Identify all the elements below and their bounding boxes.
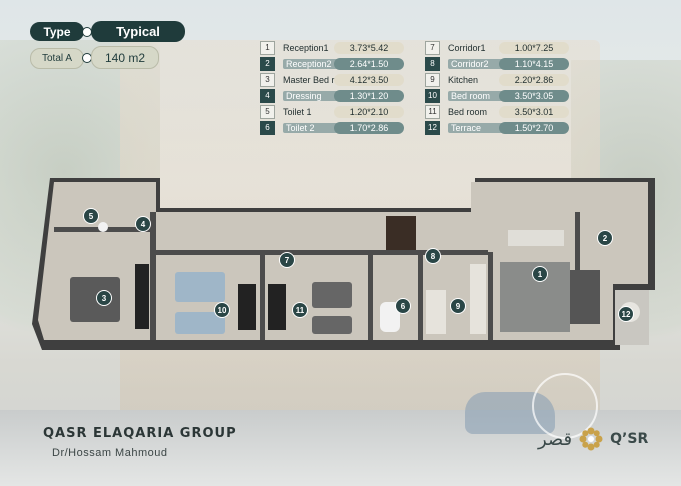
type-label: Type xyxy=(30,22,84,41)
room-dimension: 2.20*2.86 xyxy=(499,73,569,86)
room-number: 4 xyxy=(260,88,275,103)
room-marker-7: 7 xyxy=(279,252,295,268)
room-number: 5 xyxy=(260,104,275,119)
room-marker-10: 10 xyxy=(214,302,230,318)
room-dimension: 1.00*7.25 xyxy=(499,41,569,54)
room-marker-11: 11 xyxy=(292,302,308,318)
room-dimension: 1.30*1.20 xyxy=(334,89,404,102)
logo: قصر Q’SR xyxy=(538,426,648,452)
wall xyxy=(488,252,493,340)
room-number: 12 xyxy=(425,120,440,135)
room-marker-1: 1 xyxy=(532,266,548,282)
room-dimension: 3.50*3.05 xyxy=(499,89,569,102)
wardrobe xyxy=(238,284,256,330)
room-row-1: 1 Reception1 3.73*5.42 xyxy=(260,40,404,55)
door xyxy=(386,216,416,250)
room-number: 6 xyxy=(260,120,275,135)
wardrobe xyxy=(135,264,149,329)
sofa xyxy=(570,270,600,324)
room-marker-12: 12 xyxy=(618,306,634,322)
bed-single xyxy=(175,272,225,302)
room-name: Master Bed room xyxy=(283,74,353,85)
bed-single xyxy=(312,282,352,308)
type-value: Typical xyxy=(91,21,185,42)
floor-plan-render xyxy=(32,178,655,350)
brand-subtitle: Dr/Hossam Mahmoud xyxy=(52,447,168,459)
wall xyxy=(156,250,488,255)
room-number: 8 xyxy=(425,56,440,71)
room-number: 10 xyxy=(425,88,440,103)
bed-single xyxy=(175,312,225,334)
room-marker-9: 9 xyxy=(450,298,466,314)
toilet-fixture xyxy=(98,222,108,232)
wall xyxy=(368,252,373,340)
room-name: Toilet 1 xyxy=(283,106,312,117)
room-row-5: 5 Toilet 1 1.20*2.10 xyxy=(260,104,404,119)
wall xyxy=(260,252,265,340)
bed-master xyxy=(70,277,120,322)
room-dimension: 1.20*2.10 xyxy=(334,105,404,118)
wall xyxy=(575,212,580,284)
dining-table xyxy=(508,230,564,246)
room-marker-3: 3 xyxy=(96,290,112,306)
room-name: Reception1 xyxy=(283,42,329,53)
room-number: 7 xyxy=(425,40,440,55)
kitchen-counter xyxy=(470,264,486,334)
room-row-7: 7 Corridor1 1.00*7.25 xyxy=(425,40,569,55)
logo-flower-icon xyxy=(579,427,603,451)
room-number: 1 xyxy=(260,40,275,55)
room-dimension: 4.12*3.50 xyxy=(334,73,404,86)
room-dimension: 3.73*5.42 xyxy=(334,41,404,54)
room-marker-8: 8 xyxy=(425,248,441,264)
floor-plan: 1 2 3 4 5 6 7 8 9 10 11 12 xyxy=(30,172,658,358)
room-row-11: 11 Bed room 3.50*3.01 xyxy=(425,104,569,119)
area-label: Total A xyxy=(30,48,84,69)
room-number: 9 xyxy=(425,72,440,87)
wardrobe xyxy=(268,284,286,330)
brand-name: QASR ELAQARIA GROUP xyxy=(43,426,237,441)
room-dimension: 2.64*1.50 xyxy=(334,57,404,70)
room-dimension: 1.70*2.86 xyxy=(334,121,404,134)
logo-latin: Q’SR xyxy=(610,431,649,447)
wall xyxy=(150,212,156,340)
room-marker-5: 5 xyxy=(83,208,99,224)
room-marker-6: 6 xyxy=(395,298,411,314)
room-dimension: 1.10*4.15 xyxy=(499,57,569,70)
room-number: 3 xyxy=(260,72,275,87)
logo-arabic: قصر xyxy=(538,428,573,450)
area-value: 140 m2 xyxy=(91,46,159,69)
room-marker-4: 4 xyxy=(135,216,151,232)
wall xyxy=(418,252,423,340)
room-dimension: 1.50*2.70 xyxy=(499,121,569,134)
room-name: Kitchen xyxy=(448,74,479,85)
room-name: Corridor1 xyxy=(448,42,486,53)
room-number: 2 xyxy=(260,56,275,71)
kitchen-counter xyxy=(426,290,446,334)
room-dimension: 3.50*3.01 xyxy=(499,105,569,118)
room-row-9: 9 Kitchen 2.20*2.86 xyxy=(425,72,569,87)
room-number: 11 xyxy=(425,104,440,119)
room-marker-2: 2 xyxy=(597,230,613,246)
room-name: Bed room xyxy=(448,106,488,117)
watermark-circle xyxy=(532,373,598,439)
bed-single xyxy=(312,316,352,334)
